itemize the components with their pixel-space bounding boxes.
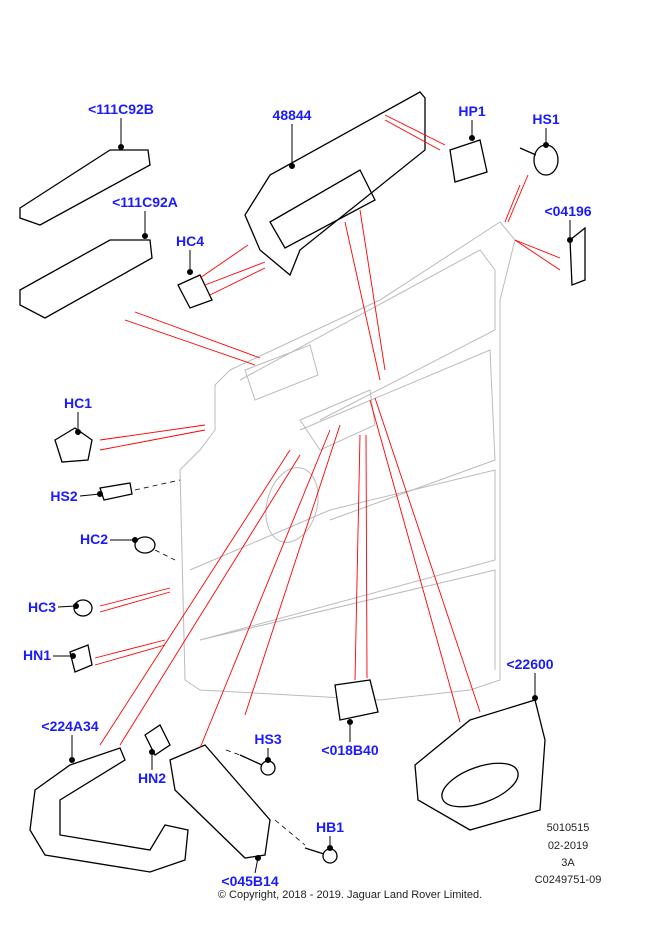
grab-handle-224A34 (29, 747, 189, 873)
handle-22600 (414, 699, 546, 831)
label-04196[interactable]: <04196 (544, 203, 592, 219)
label-HB1[interactable]: HB1 (315, 819, 345, 835)
label-22600[interactable]: <22600 (506, 656, 554, 672)
label-HS2[interactable]: HS2 (50, 488, 78, 504)
label-224A34[interactable]: <224A34 (41, 718, 99, 734)
label-018B40[interactable]: <018B40 (321, 742, 379, 758)
pull-cup-045B14 (169, 744, 271, 859)
label-111C92A[interactable]: <111C92A (112, 194, 178, 210)
copyright: © Copyright, 2018 - 2019. Jaguar Land Ro… (217, 889, 483, 901)
nut-HN2 (144, 724, 171, 756)
screw-HS1 (533, 144, 559, 176)
switch-018B40 (334, 679, 379, 721)
label-HC4[interactable]: HC4 (175, 233, 205, 249)
issue-date: 02-2019 (547, 840, 589, 852)
part-shapes (19, 91, 586, 873)
nut-HN1 (69, 644, 93, 673)
clip-HC2 (134, 536, 156, 554)
callout-lines (94, 114, 561, 749)
label-HC3[interactable]: HC3 (27, 599, 57, 615)
dashed-lines (134, 479, 306, 846)
plug-HP1 (449, 139, 488, 183)
clip-HC1 (54, 427, 93, 463)
label-HN2[interactable]: HN2 (137, 770, 167, 786)
label-HS1[interactable]: HS1 (532, 111, 560, 127)
switch-pack-111C92B (19, 149, 151, 226)
door-trim-panel (179, 221, 516, 701)
leader-lines (53, 118, 573, 874)
switch-pack-111C92A (19, 239, 153, 319)
screw-HB1 (322, 848, 338, 864)
label-HP1[interactable]: HP1 (458, 103, 486, 119)
revision: 3A (561, 857, 575, 869)
label-HC1[interactable]: HC1 (63, 395, 93, 411)
ref-number: 5010515 (546, 822, 590, 834)
label-HC2[interactable]: HC2 (79, 531, 109, 547)
label-48844[interactable]: 48844 (272, 107, 312, 123)
label-HS3[interactable]: HS3 (254, 731, 282, 747)
bezel-48844 (244, 91, 426, 277)
label-045B14[interactable]: <045B14 (221, 873, 279, 889)
bracket-04196 (569, 226, 586, 286)
screw-HS2 (99, 482, 133, 501)
label-111C92B[interactable]: <111C92B (88, 101, 154, 117)
screw-HS3 (260, 760, 276, 776)
label-HN1[interactable]: HN1 (22, 647, 52, 663)
clip-HC4 (177, 274, 213, 309)
drawing-code: C0249751-09 (534, 874, 602, 886)
